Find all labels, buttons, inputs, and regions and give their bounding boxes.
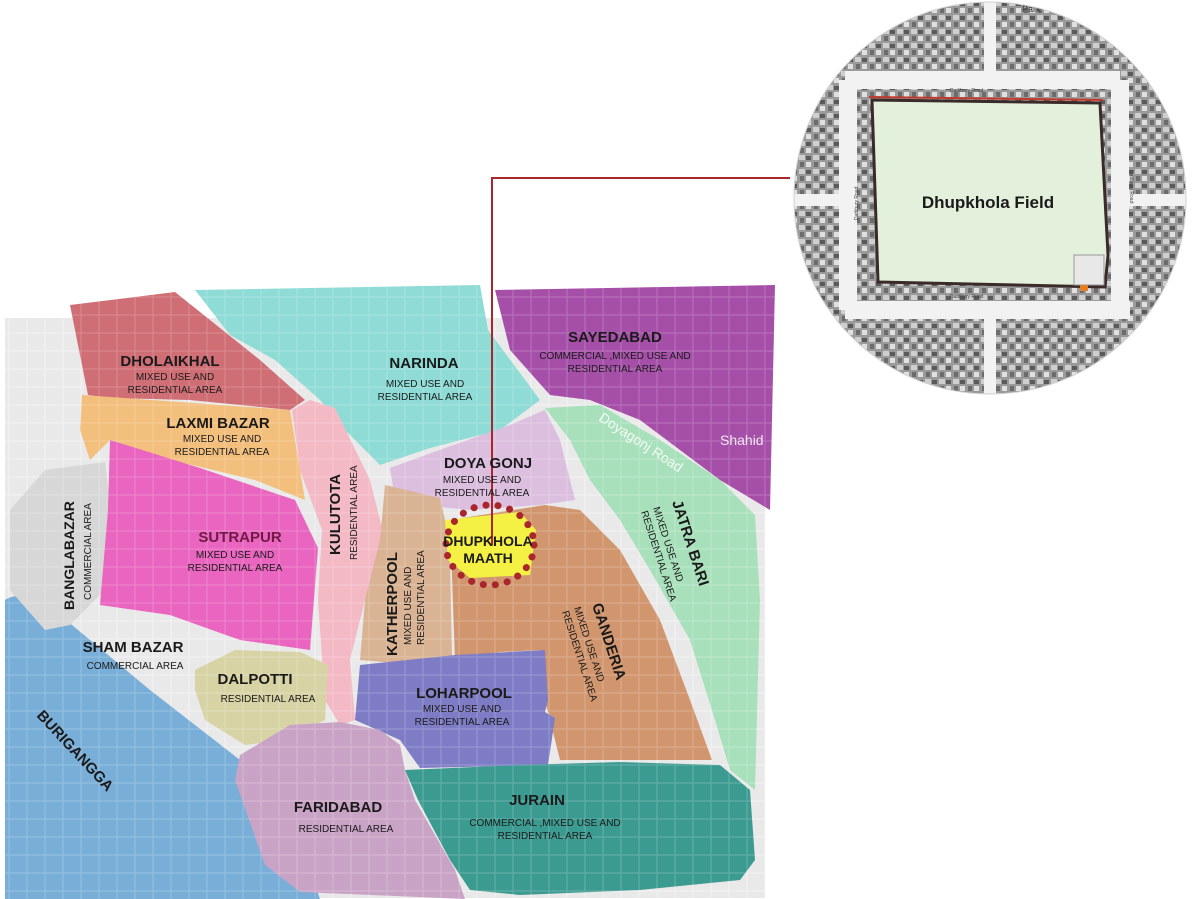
labels-banglabazar: BANGLABAZAR COMMERCIAL AREA: [61, 501, 94, 610]
zone-name-laxmi-bazar: LAXMI BAZAR: [166, 415, 269, 432]
zone-desc-dalpotti-1: RESIDENTIAL AREA: [221, 694, 316, 705]
zone-desc-katherpool-2: RESIDENTIAL AREA: [416, 550, 427, 645]
zone-desc-sayedabad-1: COMMERCIAL ,MIXED USE AND: [539, 351, 690, 362]
zone-desc-laxmi-bazar-1: MIXED USE AND: [183, 434, 261, 445]
labels-katherpool: KATHERPOOL MIXED USE AND RESIDENTIAL ARE…: [384, 550, 427, 656]
inset-road-left: Dattibury Road: [854, 186, 860, 220]
zone-desc-dholaikhal-1: MIXED USE AND: [136, 372, 214, 383]
labels-dalpotti: DALPOTTI RESIDENTIAL AREA: [218, 671, 316, 705]
zone-desc-jurain-1: COMMERCIAL ,MIXED USE AND: [469, 818, 620, 829]
zone-desc-kulutota-1: RESIDENTIAL AREA: [349, 465, 360, 560]
labels-jurain: JURAIN COMMERCIAL ,MIXED USE AND RESIDEN…: [469, 792, 620, 842]
zone-name-dhupkhola-2: MAATH: [463, 550, 513, 566]
zone-name-faridabad: FARIDABAD: [294, 799, 382, 816]
zone-desc-sutrapur-2: RESIDENTIAL AREA: [188, 563, 283, 574]
labels-sham-bazar: SHAM BAZAR COMMERCIAL AREA: [83, 639, 184, 672]
zone-name-sham-bazar: SHAM BAZAR: [83, 639, 184, 656]
zone-desc-katherpool-1: MIXED USE AND: [403, 567, 414, 645]
dhupkhola-marker[interactable]: [442, 501, 538, 589]
labels-doya-gonj: DOYA GONJ MIXED USE AND RESIDENTIAL AREA: [435, 455, 532, 499]
zone-desc-dholaikhal-2: RESIDENTIAL AREA: [128, 385, 223, 396]
labels-loharpool: LOHARPOOL MIXED USE AND RESIDENTIAL AREA: [415, 685, 512, 728]
zone-desc-loharpool-1: MIXED USE AND: [423, 704, 501, 715]
zone-name-dholaikhal: DHOLAIKHAL: [120, 353, 219, 370]
dhupkhola-dotted-ring: [442, 501, 538, 589]
zone-name-sutrapur: SUTRAPUR: [198, 529, 282, 546]
dhupkhola-field-highlight[interactable]: [445, 512, 536, 578]
zone-desc-doya-gonj-2: RESIDENTIAL AREA: [435, 488, 530, 499]
zone-desc-narinda-1: MIXED USE AND: [386, 379, 464, 390]
zone-desc-banglabazar-1: COMMERCIAL AREA: [83, 503, 94, 600]
zone-name-banglabazar: BANGLABAZAR: [61, 501, 77, 610]
zone-desc-sham-bazar-1: COMMERCIAL AREA: [87, 661, 184, 672]
zone-name-katherpool: KATHERPOOL: [384, 552, 401, 656]
labels-sutrapur: SUTRAPUR MIXED USE AND RESIDENTIAL AREA: [188, 529, 283, 574]
inset-field-label: Dhupkhola Field: [922, 193, 1054, 212]
inset-road-bottom: Dattibury Road: [950, 294, 984, 300]
zone-name-dhupkhola-1: DHUPKHOLA: [443, 533, 532, 549]
inset-field-area[interactable]: [870, 98, 1110, 289]
zone-desc-faridabad-1: RESIDENTIAL AREA: [299, 824, 394, 835]
zone-name-dalpotti: DALPOTTI: [218, 671, 293, 688]
road-label-shahid: Shahid: [720, 432, 764, 448]
zone-name-jurain: JURAIN: [509, 792, 565, 809]
zone-name-loharpool: LOHARPOOL: [416, 685, 512, 702]
inset-map[interactable]: Park Dattibury Road Dattibury Road Datti…: [790, 0, 1190, 400]
inset-road-right: Dattibury Road: [1128, 170, 1134, 204]
leader-line: [491, 177, 790, 545]
labels-sayedabad: SAYEDABAD COMMERCIAL ,MIXED USE AND RESI…: [539, 329, 690, 375]
labels-laxmi-bazar: LAXMI BAZAR MIXED USE AND RESIDENTIAL AR…: [166, 415, 269, 458]
zone-desc-sutrapur-1: MIXED USE AND: [196, 550, 274, 561]
zone-name-kulutota: KULUTOTA: [327, 474, 344, 555]
inset-road-top: Dattibury Road: [950, 88, 984, 94]
labels-kulutota: KULUTOTA RESIDENTIAL AREA: [327, 465, 360, 560]
zone-desc-doya-gonj-1: MIXED USE AND: [443, 475, 521, 486]
labels-dholaikhal: DHOLAIKHAL MIXED USE AND RESIDENTIAL ARE…: [120, 353, 222, 396]
zone-name-doya-gonj: DOYA GONJ: [444, 455, 532, 472]
zone-desc-jurain-2: RESIDENTIAL AREA: [498, 831, 593, 842]
zone-name-sayedabad: SAYEDABAD: [568, 329, 662, 346]
zone-desc-narinda-2: RESIDENTIAL AREA: [378, 392, 473, 403]
labels-faridabad: FARIDABAD RESIDENTIAL AREA: [294, 799, 394, 835]
inset-building: [1073, 254, 1105, 286]
labels-narinda: NARINDA MIXED USE AND RESIDENTIAL AREA: [378, 355, 473, 403]
inset-park-label: Park: [1022, 4, 1041, 14]
labels-dhupkhola: DHUPKHOLA MAATH: [443, 533, 532, 566]
zone-desc-laxmi-bazar-2: RESIDENTIAL AREA: [175, 447, 270, 458]
zone-name-narinda: NARINDA: [389, 355, 458, 372]
zone-desc-loharpool-2: RESIDENTIAL AREA: [415, 717, 510, 728]
zone-desc-sayedabad-2: RESIDENTIAL AREA: [568, 364, 663, 375]
